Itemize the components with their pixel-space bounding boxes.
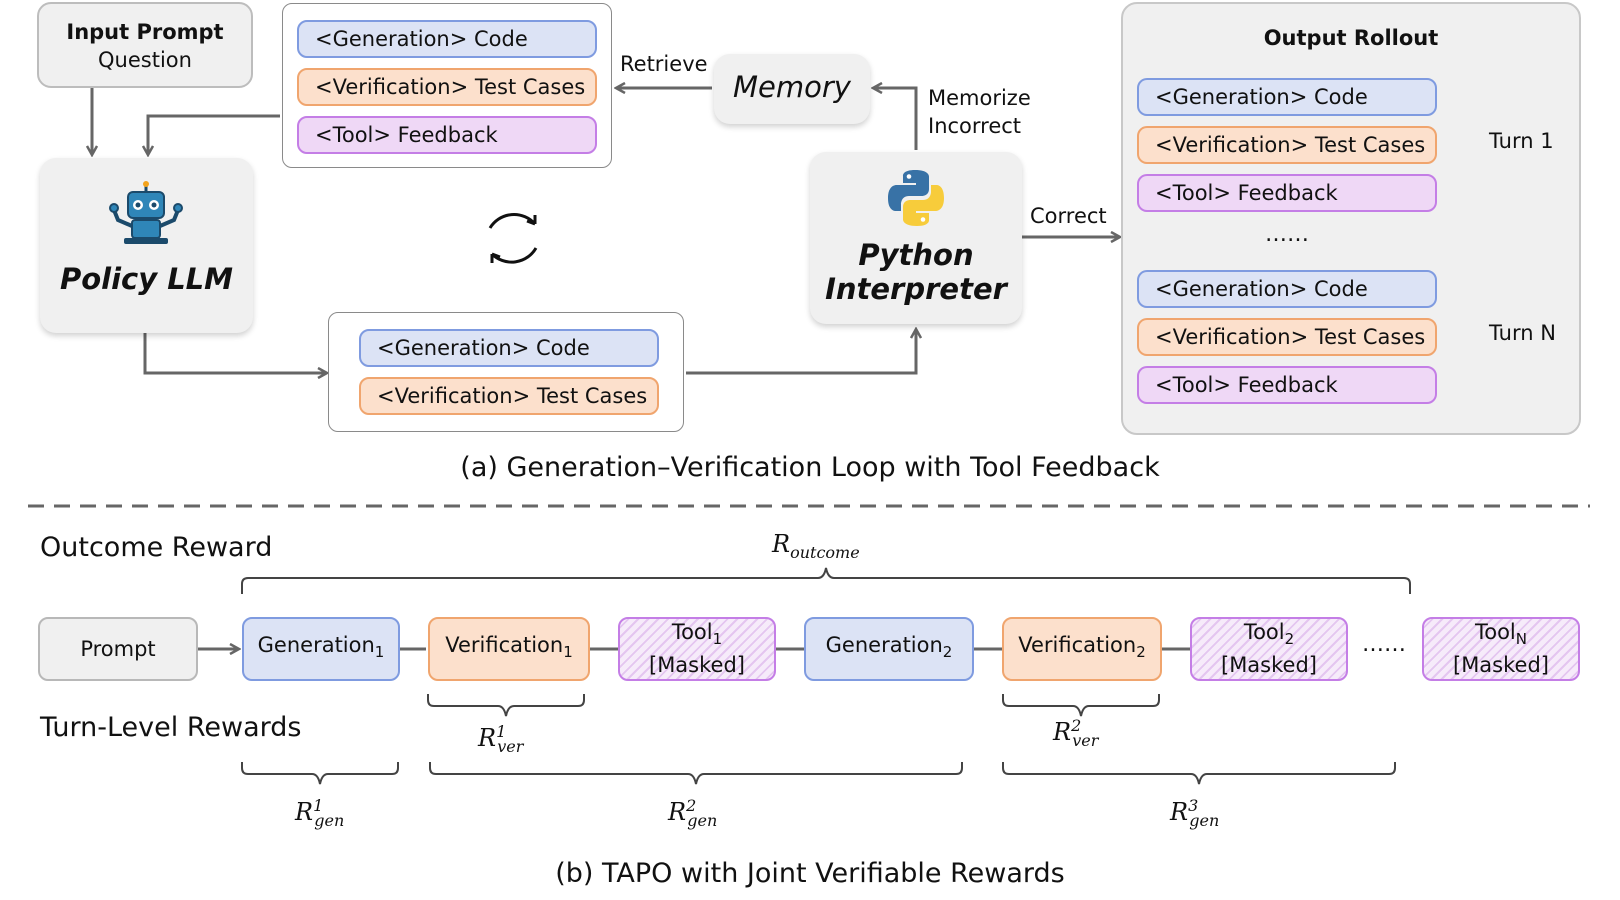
turnN-tool: <Tool> Feedback — [1137, 366, 1437, 404]
turnN-label: Turn N — [1489, 321, 1556, 345]
memory-box: Memory — [714, 54, 870, 124]
seq-prompt: Prompt — [38, 617, 198, 681]
memory-item-generation: <Generation> Code — [297, 20, 597, 58]
turn1-label: Turn 1 — [1489, 129, 1554, 153]
retrieve-label: Retrieve — [620, 52, 708, 76]
brace-ver1 — [427, 694, 585, 717]
r-outcome-label: Routcome — [772, 530, 860, 562]
memory-item-verification: <Verification> Test Cases — [297, 68, 597, 106]
turnN-generation: <Generation> Code — [1137, 270, 1437, 308]
seq-verification-2: Verification2 — [1002, 617, 1162, 681]
brace-gen2 — [429, 762, 963, 785]
seq-verification-1-label: Verification1 — [445, 632, 573, 662]
seq-prompt-label: Prompt — [80, 636, 156, 661]
r-ver1-label: R1ver — [478, 722, 524, 756]
caption-a: (a) Generation–Verification Loop with To… — [460, 452, 1160, 483]
turnN-verification: <Verification> Test Cases — [1137, 318, 1437, 356]
input-prompt-line1: Input Prompt — [66, 20, 224, 44]
caption-b: (b) TAPO with Joint Verifiable Rewards — [555, 858, 1065, 889]
seq-generation-2-label: Generation2 — [825, 632, 953, 662]
brace-gen3 — [1002, 762, 1396, 785]
arrow-python-to-memory — [874, 88, 918, 150]
r-outcome-base: R — [772, 530, 791, 558]
python-interpreter-box: Python Interpreter — [810, 152, 1022, 324]
input-prompt-line2: Question — [98, 48, 192, 72]
robot-icon — [109, 181, 183, 244]
output-rollout-title: Output Rollout — [1263, 26, 1439, 50]
seq-tool-1: Tool1[Masked] — [618, 617, 776, 681]
brace-ver2 — [1002, 694, 1160, 717]
arrow-memorybox-to-policy — [148, 114, 280, 154]
r-gen1-label: R1gen — [295, 796, 345, 830]
r-ver2-label: R2ver — [1053, 716, 1099, 750]
turn1-tool: <Tool> Feedback — [1137, 174, 1437, 212]
seq-tool-1-label: Tool1[Masked] — [649, 620, 745, 677]
seq-tool-n-label: ToolN[Masked] — [1453, 620, 1549, 677]
correct-label: Correct — [1030, 204, 1107, 228]
brace-outcome — [241, 567, 1411, 594]
python-logo-icon — [888, 170, 944, 226]
turns-ellipsis: …… — [1265, 222, 1309, 247]
seq-tool-2: Tool2[Masked] — [1190, 617, 1348, 681]
arrow-genbox-to-python — [686, 330, 916, 375]
brace-gen1 — [241, 762, 399, 785]
python-label-line1: Python — [858, 238, 974, 272]
outcome-reward-label: Outcome Reward — [40, 532, 273, 563]
memory-item-tool: <Tool> Feedback — [297, 116, 597, 154]
arrow-policy-to-genbox — [143, 333, 326, 373]
turn1-verification: <Verification> Test Cases — [1137, 126, 1437, 164]
r-outcome-sub: outcome — [790, 542, 860, 562]
loop-icon — [488, 213, 538, 264]
memorize-label-line1: Memorize — [928, 86, 1031, 110]
input-prompt-box: Input Prompt Question — [37, 2, 253, 88]
seq-generation-1-label: Generation1 — [257, 632, 385, 662]
seq-ellipsis: …… — [1362, 632, 1406, 657]
turn-level-rewards-label: Turn-Level Rewards — [40, 712, 302, 743]
seq-tool-n: ToolN[Masked] — [1422, 617, 1580, 681]
seq-verification-1: Verification1 — [428, 617, 590, 681]
seq-verification-2-label: Verification2 — [1018, 632, 1146, 662]
gen-item-generation: <Generation> Code — [359, 329, 659, 367]
r-gen2-label: R2gen — [668, 796, 718, 830]
r-gen3-label: R3gen — [1170, 796, 1220, 830]
output-rollout-box: Output Rollout <Generation> Code <Verifi… — [1121, 2, 1581, 435]
memory-label: Memory — [733, 70, 851, 104]
gen-item-verification: <Verification> Test Cases — [359, 377, 659, 415]
seq-generation-2: Generation2 — [804, 617, 974, 681]
policy-llm-label: Policy LLM — [59, 262, 234, 296]
seq-tool-2-label: Tool2[Masked] — [1221, 620, 1317, 677]
turn1-generation: <Generation> Code — [1137, 78, 1437, 116]
memory-contents-box: <Generation> Code <Verification> Test Ca… — [282, 3, 612, 168]
memorize-label-line2: Incorrect — [928, 114, 1022, 138]
policy-llm-box: Policy LLM — [40, 158, 253, 333]
python-label-line2: Interpreter — [825, 272, 1007, 306]
seq-generation-1: Generation1 — [242, 617, 400, 681]
generation-box: <Generation> Code <Verification> Test Ca… — [328, 312, 684, 432]
